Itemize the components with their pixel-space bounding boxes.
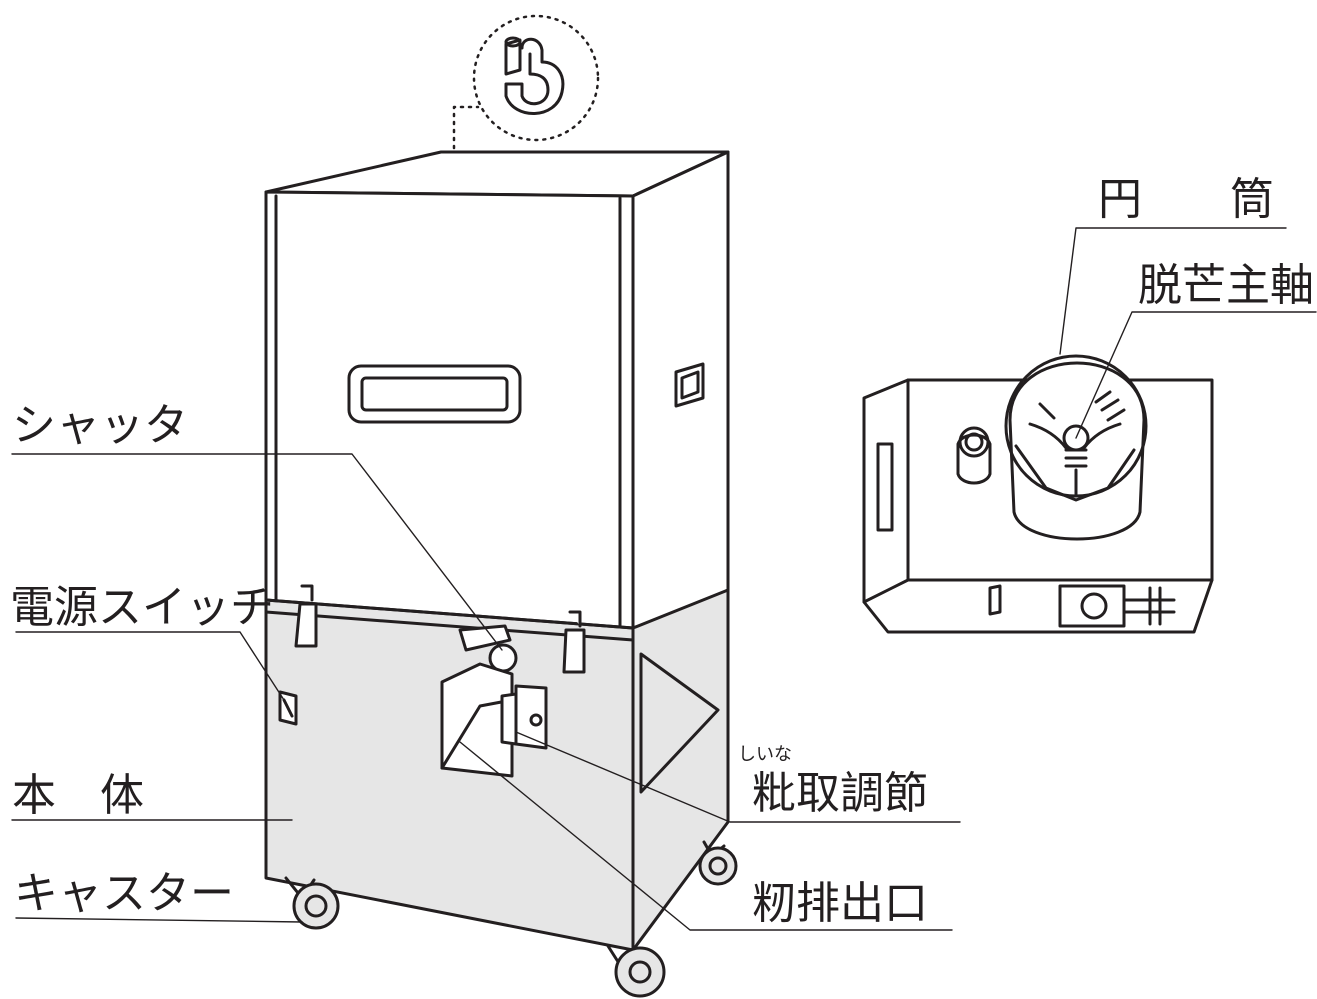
side-handle [674,362,705,408]
inspection-window [347,364,522,424]
label-power-switch: 電源スイッチ [10,582,274,633]
latch-left [294,584,318,648]
label-caster: キャスター [14,868,234,919]
hook-icon [504,38,522,76]
label-deawning-shaft: 脱芒主軸 [1138,260,1314,311]
label-husk-outlet: 籾排出口 [752,878,928,929]
latch-right [562,610,586,674]
caster-back-right [698,840,738,886]
label-body: 本 体 [12,770,144,821]
casters [284,840,738,998]
shutter-handle [458,624,512,652]
leader-lines [11,227,1317,931]
hook-detail [452,14,600,150]
label-shiina-adjust: 粃取調節 [752,768,928,819]
top-view-inset [862,354,1214,634]
label-cylinder: 円 筒 [1098,174,1274,225]
label-shutter: シャッタ [12,400,188,451]
caster-front-left [284,876,340,930]
label-shiina-furigana: しいな [738,744,792,765]
caster-front-right [606,944,666,998]
machine-upper-cabinet [264,150,730,642]
machine-lower-body [264,584,730,952]
